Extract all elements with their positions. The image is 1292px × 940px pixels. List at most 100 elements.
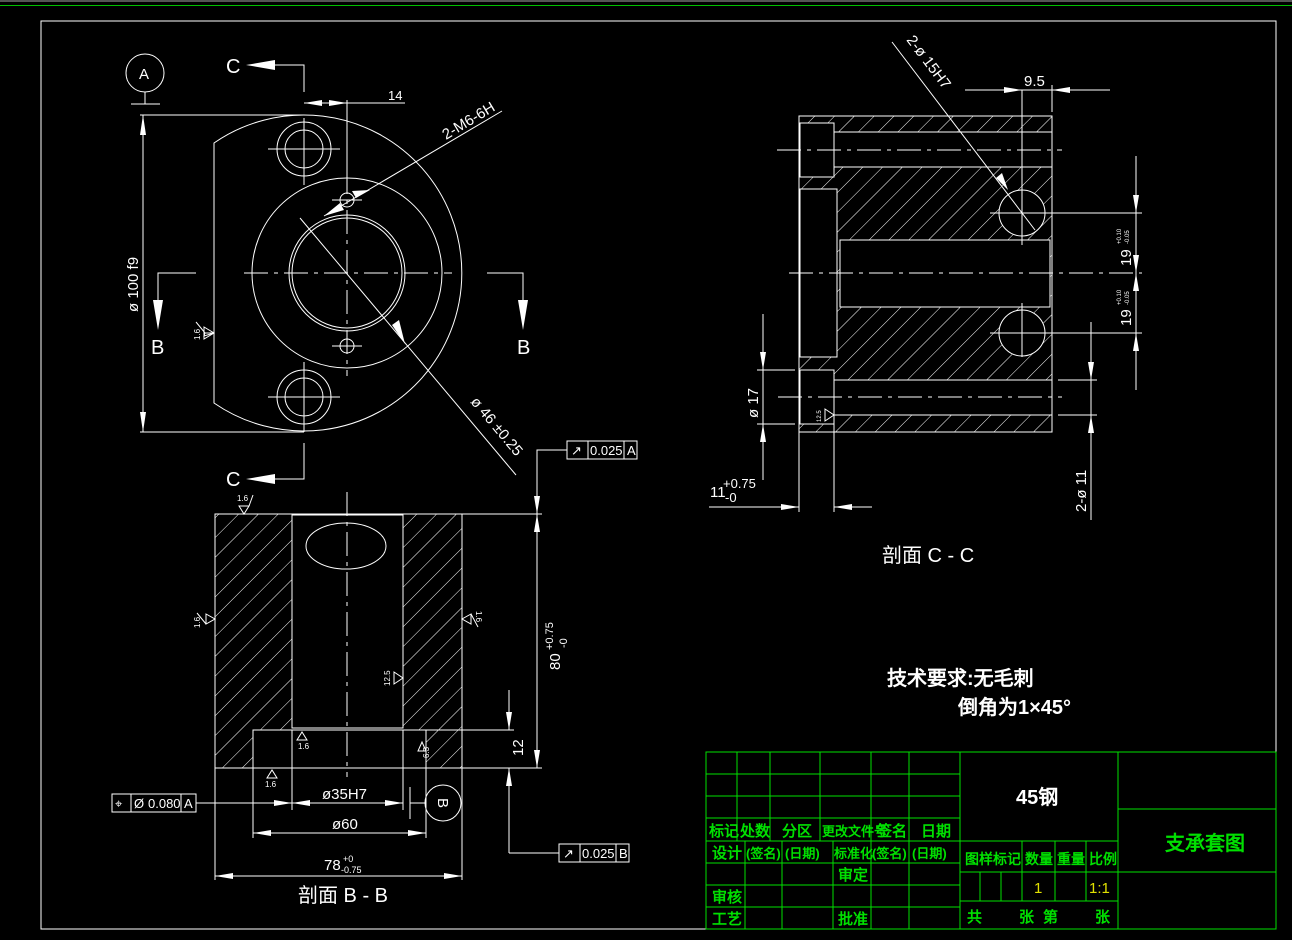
dim-80-text: 80 — [547, 653, 564, 670]
section-bb-roughness-right-text: 1.6 — [474, 611, 483, 623]
drawing-polygon — [1133, 255, 1139, 273]
section-c-label-bottom: C — [226, 469, 240, 491]
section-bb-roughness-cb-text: 6.3 — [422, 746, 431, 758]
drawing-polyline — [536, 449, 567, 496]
drawing-polyline — [157, 272, 196, 300]
headers-row1-0-text: 标记 — [708, 822, 739, 840]
info-headers-2-text: 重量 — [1057, 851, 1085, 867]
section-cc-dim-11-text: 11 — [710, 484, 726, 501]
info-headers-0-text: 图样标记 — [965, 851, 1021, 867]
info-headers-3-text: 比例 — [1089, 851, 1117, 867]
datum-b-symbol: B — [409, 784, 462, 822]
datum-a-symbol: A — [125, 53, 165, 105]
tech-requirements-line1-text: 技术要求:无毛刺 — [887, 666, 1034, 690]
drawing-polygon — [304, 100, 322, 106]
drawing-name: 支承套图 — [1165, 831, 1245, 855]
drawing-polygon — [534, 514, 540, 532]
drawing-polygon — [1088, 415, 1094, 433]
drawing-polygon — [140, 412, 146, 432]
dim-78: 78 +0 -0.75 — [214, 768, 463, 880]
drawing-line — [323, 110, 503, 217]
drawing-polygon — [274, 800, 292, 806]
drawing-rect — [566, 440, 638, 460]
window-top-divider — [0, 5, 1292, 6]
oil-slot — [305, 522, 387, 570]
section-bb-roughness-left-text: 1.6 — [193, 616, 202, 628]
headers-row1-1-text: 处数 — [739, 822, 771, 840]
section-bb-dim-78-tol-lower-text: -0.75 — [341, 865, 362, 875]
fcf-position-dia-text: Ø — [134, 796, 144, 811]
window-top-bar — [0, 0, 1292, 2]
section-cc-tol-19-upper-text: +0.10 — [1117, 228, 1123, 244]
drawing-polygon — [266, 769, 278, 779]
title-block-process-label-text: 工艺 — [712, 911, 742, 928]
dim-dia17: ø 17 12.5 — [745, 314, 835, 480]
section-cc-roughness-text: 12.5 — [817, 410, 823, 422]
drawing-polygon — [292, 800, 310, 806]
drawing-polygon — [534, 496, 540, 514]
section-bb-dim-80-tol-upper-text: +0.75 — [544, 622, 556, 650]
section-c-marker-top: C — [226, 56, 305, 92]
drawing-polygon — [253, 830, 271, 836]
headers-row2-4-text: (签名) — [872, 846, 907, 861]
dim-9-5: 9.5 — [965, 73, 1110, 112]
section-b-label-right: B — [517, 337, 530, 359]
section-cc-tol-19-upper-text: +0.10 — [1117, 289, 1123, 305]
dim-2dia11: 2-ø 11 — [1058, 322, 1097, 520]
fcf-runout-b-value-text: 0.025 — [582, 846, 615, 861]
drawing-rect — [111, 793, 197, 813]
drawing-datum-b-text: B — [434, 798, 451, 808]
drawing-polygon — [1004, 87, 1022, 93]
drawing-polygon — [834, 504, 852, 510]
drawing-rect — [215, 514, 292, 730]
title-block-sheet-no-text: 第 — [1043, 908, 1058, 926]
section-bb-roughness-bore-text: 12.5 — [383, 670, 392, 686]
drawing-polygon — [534, 750, 540, 768]
drawing-polygon — [324, 203, 344, 216]
dim-19-pair: 19 +0.10 -0.05 19 +0.10 -0.05 — [1117, 156, 1139, 390]
headers-row2-0-text: 设计 — [712, 844, 742, 862]
dim-12: 12 — [426, 690, 527, 853]
drawing-line — [470, 613, 479, 628]
dim-80: 80 +0.75 -0 — [462, 450, 570, 769]
drawing-polygon — [996, 173, 1008, 190]
headers-row1-2-text: 分区 — [782, 823, 812, 840]
section-cc-dim-dia17-text: ø 17 — [745, 388, 762, 418]
datum-a-label: A — [139, 66, 149, 83]
section-c-label-top: C — [226, 56, 240, 78]
drawing-polygon — [246, 474, 275, 484]
drawing-polygon — [781, 504, 799, 510]
fcf-runout-b: ↗ 0.025 B — [509, 843, 630, 863]
section-cc-dim-19-a-text: 19 — [1118, 249, 1135, 266]
drawing-polygon — [392, 320, 405, 344]
tech-requirements-line2-text: 倒角为1×45° — [957, 695, 1071, 719]
headers-row1-5-text: 日期 — [921, 822, 951, 840]
section-bb-dim-78-tol-upper-text: +0 — [343, 854, 353, 864]
fcf-position-value-text: 0.080 — [148, 796, 181, 811]
dim-12-text: 12 — [510, 739, 527, 756]
drawing-polygon — [506, 768, 512, 786]
drawing-polygon — [393, 671, 404, 685]
drawing-polygon — [1133, 195, 1139, 213]
drawing-rect — [798, 115, 1053, 433]
drawing-polygon — [417, 740, 427, 752]
section-c-marker-bottom: C — [226, 443, 305, 491]
title-block-sheet-unit2-text: 张 — [1095, 909, 1111, 926]
dim-dia100-text: ø 100 f9 — [125, 257, 142, 312]
headers-row2-5-text: (日期) — [912, 846, 947, 861]
roughness-text: 1.6 — [193, 328, 202, 340]
fcf-runout-b-symbol-text: ↗ — [563, 846, 574, 861]
drawing-polygon — [1088, 362, 1094, 380]
drawing-polygon — [408, 830, 426, 836]
section-b-marker-left: B — [151, 272, 196, 359]
dim-11: 11 +0.75 -0 — [709, 415, 872, 512]
dim-14: 14 — [304, 88, 405, 170]
section-cc-hole-callout-text: 2-ø 15H7 — [903, 32, 954, 92]
title-block: 标记 处数 分区 更改文件号 签名 日期 设计 (签名) (日期) 标准化 (签… — [705, 751, 1277, 930]
drawing-polygon — [1133, 273, 1139, 291]
fcf-runout-a-datum-text: A — [627, 443, 636, 458]
title-block-approve-label-text: 审定 — [838, 866, 868, 884]
drawing-rect — [558, 843, 630, 863]
headers-row1-3-text: 更改文件号 — [822, 824, 887, 839]
